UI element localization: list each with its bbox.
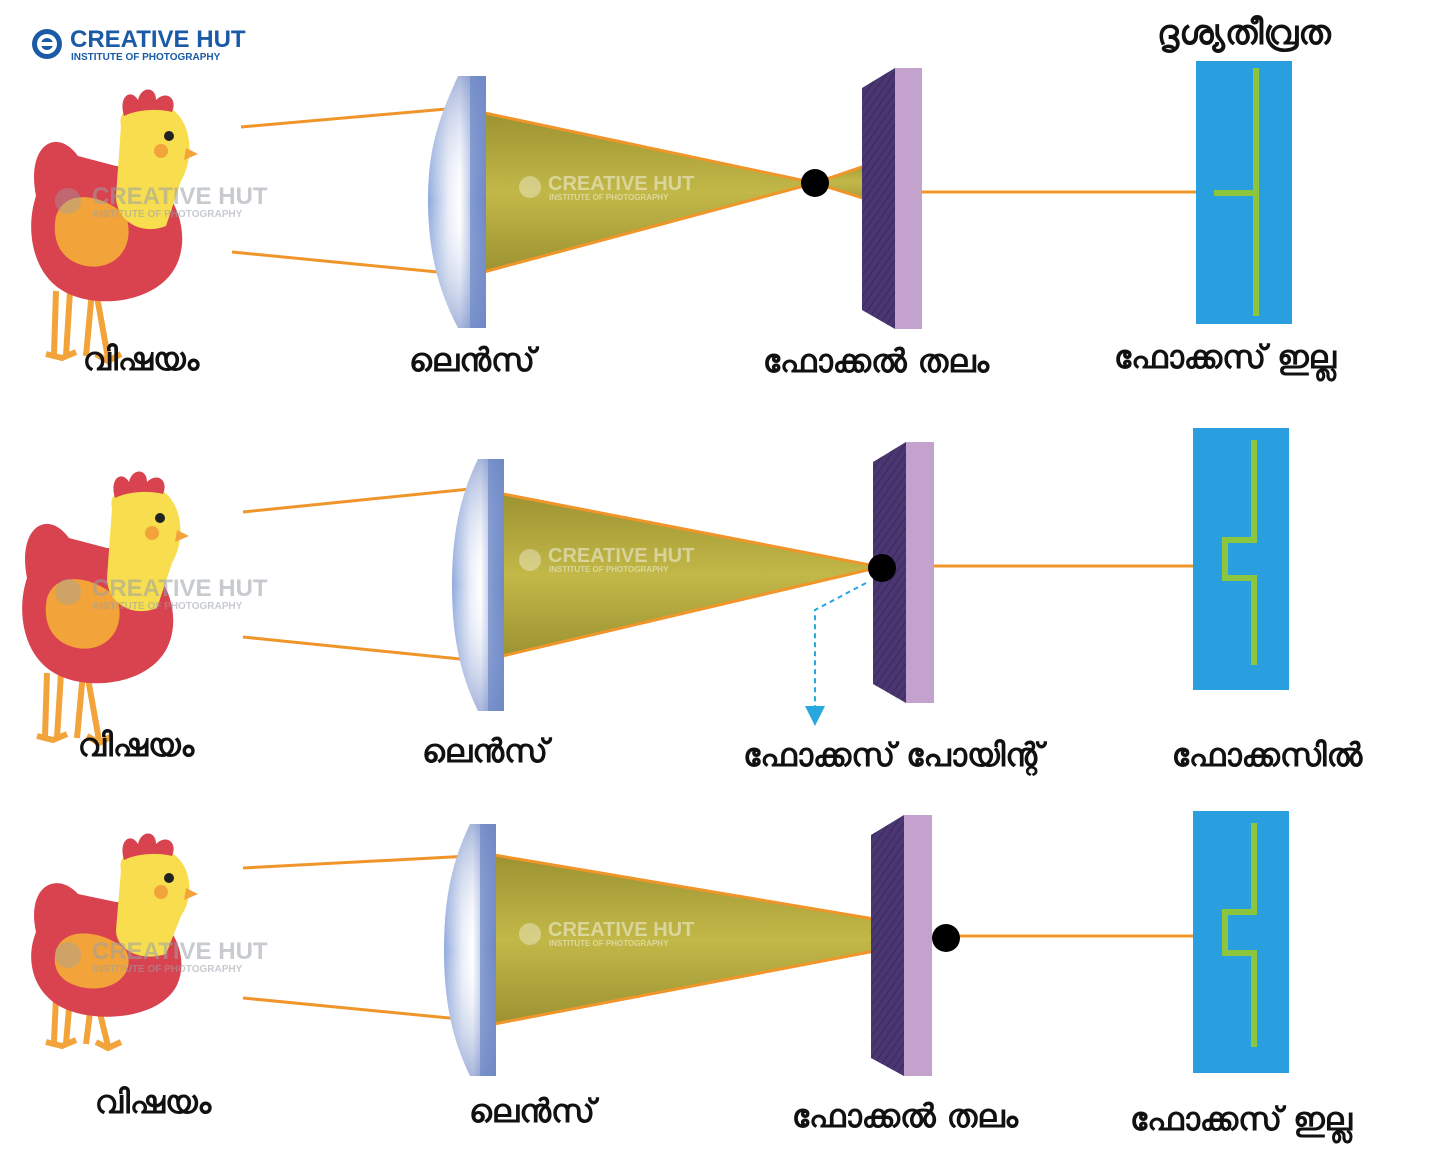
svg-text:CREATIVE HUT: CREATIVE HUT bbox=[92, 183, 268, 210]
chicken-icon bbox=[31, 89, 198, 365]
svg-text:INSTITUTE OF PHOTOGRAPHY: INSTITUTE OF PHOTOGRAPHY bbox=[549, 939, 669, 948]
plane-label-2: ഫോക്കസ് പോയിന്റ് bbox=[743, 736, 1048, 777]
plane-label-1: ഫോക്കൽ തലം bbox=[763, 342, 990, 380]
incoming-ray-bottom-3 bbox=[242, 996, 471, 1022]
svg-text:INSTITUTE OF PHOTOGRAPHY: INSTITUTE OF PHOTOGRAPHY bbox=[549, 565, 669, 574]
subject-label-3: വിഷയം bbox=[95, 1083, 212, 1121]
svg-text:CREATIVE HUT: CREATIVE HUT bbox=[92, 575, 268, 602]
chicken-icon bbox=[22, 471, 189, 747]
watermark-cone-1: CREATIVE HUT INSTITUTE OF PHOTOGRAPHY bbox=[519, 173, 694, 202]
result-label-3: ഫോക്കസ് ഇല്ല bbox=[1130, 1100, 1353, 1143]
contrast-panel-1 bbox=[1196, 61, 1292, 324]
incoming-ray-top-2 bbox=[242, 487, 471, 514]
contrast-panel-2 bbox=[1193, 428, 1289, 690]
svg-text:INSTITUTE OF PHOTOGRAPHY: INSTITUTE OF PHOTOGRAPHY bbox=[549, 193, 669, 202]
lens-icon bbox=[428, 76, 486, 328]
svg-text:INSTITUTE OF PHOTOGRAPHY: INSTITUTE OF PHOTOGRAPHY bbox=[93, 601, 243, 612]
sensor-icon bbox=[862, 68, 922, 329]
svg-text:CREATIVE HUT: CREATIVE HUT bbox=[548, 919, 694, 941]
lens-icon bbox=[452, 459, 504, 711]
focus-point-icon bbox=[932, 924, 960, 952]
watermark-cone-2: CREATIVE HUT INSTITUTE OF PHOTOGRAPHY bbox=[519, 545, 694, 574]
plane-label-3: ഫോക്കൽ തലം bbox=[792, 1097, 1019, 1135]
lens-label-2: ലെൻസ് bbox=[422, 732, 553, 770]
focus-point-arrow bbox=[805, 582, 867, 726]
contrast-panel-3 bbox=[1193, 811, 1289, 1073]
diagram-row-2: CREATIVE HUT INSTITUTE OF PHOTOGRAPHY CR… bbox=[22, 428, 1364, 777]
brand-subtitle: INSTITUTE OF PHOTOGRAPHY bbox=[71, 52, 221, 63]
svg-text:CREATIVE HUT: CREATIVE HUT bbox=[548, 173, 694, 195]
chicken-icon bbox=[31, 833, 198, 1052]
svg-text:CREATIVE HUT: CREATIVE HUT bbox=[548, 545, 694, 567]
svg-text:CREATIVE HUT: CREATIVE HUT bbox=[92, 938, 268, 965]
light-cone-2 bbox=[496, 491, 881, 659]
incoming-ray-top-3 bbox=[242, 854, 471, 870]
logo-icon bbox=[32, 29, 62, 59]
diagram-row-3: CREATIVE HUT INSTITUTE OF PHOTOGRAPHY CR… bbox=[31, 811, 1353, 1143]
watermark-subject-1: CREATIVE HUT INSTITUTE OF PHOTOGRAPHY bbox=[55, 183, 268, 220]
sensor-icon bbox=[871, 815, 932, 1076]
lens-label-1: ലെൻസ് bbox=[409, 341, 540, 379]
svg-text:INSTITUTE OF PHOTOGRAPHY: INSTITUTE OF PHOTOGRAPHY bbox=[93, 209, 243, 220]
svg-text:INSTITUTE OF PHOTOGRAPHY: INSTITUTE OF PHOTOGRAPHY bbox=[93, 964, 243, 975]
brand-title: CREATIVE HUT bbox=[70, 26, 246, 53]
incoming-ray-bottom-1 bbox=[231, 250, 459, 276]
subject-label-2: വിഷയം bbox=[78, 726, 195, 764]
result-label-2: ഫോക്കസിൽ bbox=[1172, 736, 1364, 774]
contrast-header: ദൃശ്യതീവ്രത bbox=[1157, 13, 1331, 54]
lens-label-3: ലെൻസ് bbox=[469, 1092, 600, 1130]
focus-point-icon bbox=[868, 554, 896, 582]
watermark-subject-3: CREATIVE HUT INSTITUTE OF PHOTOGRAPHY bbox=[55, 938, 268, 975]
brand-logo: CREATIVE HUT INSTITUTE OF PHOTOGRAPHY bbox=[32, 26, 246, 63]
focus-point-icon bbox=[801, 169, 829, 197]
subject-label-1: വിഷയം bbox=[83, 340, 200, 378]
result-label-1: ഫോക്കസ് ഇല്ല bbox=[1114, 338, 1337, 381]
watermark-cone-3: CREATIVE HUT INSTITUTE OF PHOTOGRAPHY bbox=[519, 919, 694, 948]
incoming-ray-top-1 bbox=[240, 106, 459, 129]
incoming-ray-bottom-2 bbox=[242, 635, 471, 662]
lens-icon bbox=[444, 824, 496, 1076]
watermark-subject-2: CREATIVE HUT INSTITUTE OF PHOTOGRAPHY bbox=[55, 575, 268, 612]
diagram-row-1: CREATIVE HUT INSTITUTE OF PHOTOGRAPHY CR… bbox=[31, 61, 1337, 381]
